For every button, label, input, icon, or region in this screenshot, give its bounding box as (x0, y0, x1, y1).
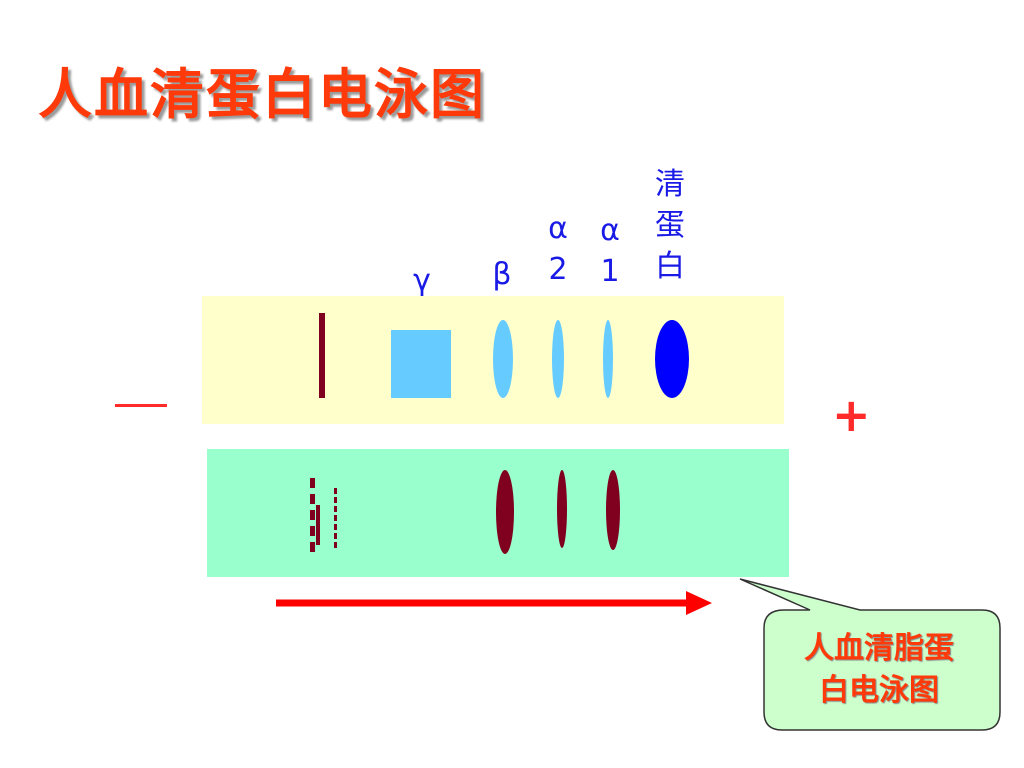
callout-label: 人血清脂蛋 白电泳图 (804, 631, 954, 708)
beta-lipoprotein-band (496, 470, 514, 554)
albumin-label: 清 蛋 白 (655, 167, 685, 284)
albumin-band (655, 320, 689, 398)
alpha2-band (552, 320, 564, 398)
origin-dashed-line-left (310, 478, 315, 552)
beta-band (493, 320, 513, 398)
prebeta-lipoprotein-band (557, 470, 567, 548)
gamma-band (391, 330, 451, 398)
origin-connector (316, 505, 320, 545)
origin-dashed-line-right (334, 488, 337, 548)
slide-title: 人血清蛋白电泳图 (38, 63, 486, 126)
alpha2-label: α 2 (548, 211, 568, 287)
negative-electrode-sign (115, 404, 167, 407)
origin-line (319, 313, 325, 398)
beta-label: β (492, 257, 512, 292)
gamma-label: γ (413, 263, 431, 298)
positive-electrode-sign: + (832, 388, 871, 442)
alpha-lipoprotein-band (606, 470, 620, 550)
alpha1-band (603, 320, 613, 398)
alpha1-label: α 1 (600, 213, 620, 289)
migration-arrow (276, 591, 712, 615)
callout-bubble (739, 578, 1001, 731)
